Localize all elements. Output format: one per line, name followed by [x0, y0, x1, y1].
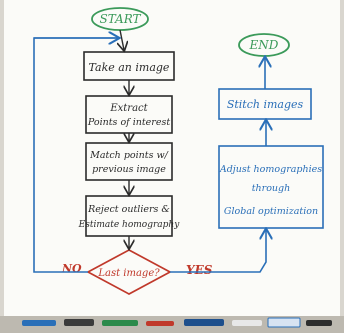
- adjust-label-3: Global optimization: [224, 206, 318, 217]
- reject-label-1: Reject outliers &: [87, 204, 170, 215]
- extract-label-1: Extract: [109, 103, 148, 114]
- marker-red: [146, 321, 174, 326]
- end-label: END: [249, 38, 279, 52]
- adjust-label-2: through: [252, 183, 291, 194]
- marker-green: [102, 320, 138, 326]
- marker-blue: [22, 320, 56, 326]
- adjust-label-1: Adjust homographies: [219, 164, 322, 175]
- extract-label-2: Points of interest: [87, 117, 170, 128]
- marker-dark: [306, 320, 332, 326]
- yes-path-arrow: [170, 230, 266, 273]
- take-image-label: Take an image: [89, 61, 170, 74]
- marker-box: [267, 317, 301, 328]
- stitch-label: Stitch images: [227, 98, 304, 111]
- match-label-1: Match points w/: [89, 150, 168, 161]
- start-label: START: [99, 12, 141, 26]
- no-label: NO: [61, 262, 82, 275]
- reject-label-2: Estimate homography: [78, 220, 181, 230]
- eraser: [232, 320, 262, 326]
- marker-navy: [184, 319, 224, 326]
- marker-black: [64, 319, 94, 326]
- decision-label: Last image?: [97, 268, 160, 279]
- match-label-2: previous image: [92, 164, 166, 175]
- decision-diamond: [86, 249, 172, 295]
- yes-label: YES: [186, 263, 213, 277]
